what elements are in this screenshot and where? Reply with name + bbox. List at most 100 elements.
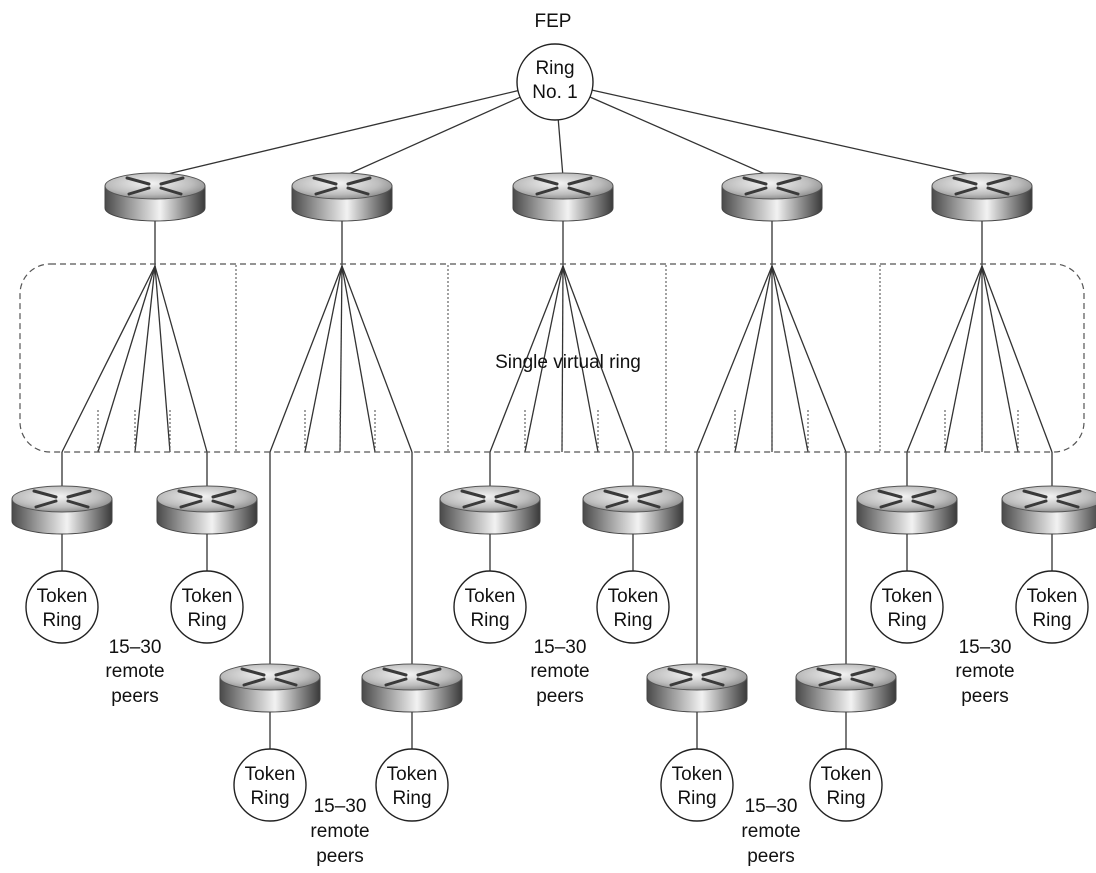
virtual-peer-link [562,265,599,453]
virtual-peer-link [154,265,208,453]
router-icon [1001,485,1096,535]
router-icon [291,172,393,222]
remote-peers-line3: peers [111,686,159,707]
remote-peers-line1: 15–30 [534,637,587,658]
fep-uplink-4 [589,96,773,178]
remote-peers-line2: remote [955,661,1014,682]
router-icon [104,172,206,222]
virtual-peer-link [269,265,343,453]
virtual-ring-layer [19,263,1085,453]
virtual-peer-link [304,265,343,453]
token-ring-line2: Ring [887,610,926,631]
router-icon [646,663,748,713]
token-ring-line1: Token [245,764,296,785]
virtual-ring-label: Single virtual ring [495,352,641,373]
fep-uplink-5 [591,89,983,178]
router-icon [439,485,541,535]
router-icon [219,663,321,713]
remote-peers-line2: remote [741,821,800,842]
router-icon [856,485,958,535]
virtual-peer-link [696,265,773,453]
router-icon [361,663,463,713]
token-ring-line2: Ring [187,610,226,631]
token-ring-line1: Token [821,764,872,785]
token-ring-line2: Ring [826,788,865,809]
router-icon [11,485,113,535]
remote-peers-label-4: 15–30 remote peers [741,796,800,867]
token-ring-line2: Ring [250,788,289,809]
virtual-peer-link [561,265,564,453]
remote-peers-line1: 15–30 [959,637,1012,658]
remote-peers-line1: 15–30 [745,796,798,817]
router-icon [582,485,684,535]
token-ring-line1: Token [37,586,88,607]
remote-peers-line2: remote [310,821,369,842]
fep-ring: Ring No. 1 [516,43,594,121]
token-ring-line1: Token [608,586,659,607]
router-icon [795,663,897,713]
virtual-peer-link [906,265,983,453]
fep-uplink-1 [154,89,519,178]
fep-label: FEP [535,11,572,32]
remote-peers-label-3: 15–30 remote peers [530,637,589,707]
virtual-peer-link [61,265,156,453]
remote-peers-label-1: 15–30 remote peers [105,637,164,707]
fep-ring-line1: Ring [535,58,574,79]
token-ring-line2: Ring [470,610,509,631]
virtual-peer-link [341,265,376,453]
token-ring-line2: Ring [392,788,431,809]
token-ring-line2: Ring [677,788,716,809]
virtual-peer-link [981,265,1053,453]
router-icon [721,172,823,222]
virtual-peer-link [524,265,564,453]
remote-peers-line2: remote [530,661,589,682]
token-ring-line1: Token [182,586,233,607]
virtual-peer-link [771,265,847,453]
router-icon [931,172,1033,222]
token-ring-line2: Ring [42,610,81,631]
virtual-peer-link [154,265,171,453]
virtual-peer-link [341,265,413,453]
token-ring-line1: Token [672,764,723,785]
token-ring-line1: Token [465,586,516,607]
fep-uplink-3 [557,119,564,178]
virtual-peer-link [489,265,564,453]
virtual-peer-link [771,265,809,453]
remote-peers-line3: peers [536,686,584,707]
virtual-peer-link [944,265,983,453]
remote-peers-line3: peers [961,686,1009,707]
virtual-peer-link [97,265,156,453]
virtual-peer-link [734,265,773,453]
router-icon [156,485,258,535]
links-layer [61,89,1053,749]
remote-peers-line1: 15–30 [314,796,367,817]
token-ring-line2: Ring [1032,610,1071,631]
token-ring-line1: Token [387,764,438,785]
token-ring-line1: Token [882,586,933,607]
fep-ring-line2: No. 1 [532,82,577,103]
remote-peers-label-2: 15–30 remote peers [310,796,369,867]
routers-layer [11,172,1096,713]
token-ring-line1: Token [1027,586,1078,607]
fep-uplink-2 [341,96,521,178]
remote-peers-label-5: 15–30 remote peers [955,637,1014,707]
remote-peers-line3: peers [747,846,795,867]
virtual-peer-link [562,265,634,453]
remote-peers-line2: remote [105,661,164,682]
virtual-peer-link [134,265,156,453]
fep-ring-circle [516,43,594,121]
virtual-peer-link [339,265,343,453]
router-icon [512,172,614,222]
